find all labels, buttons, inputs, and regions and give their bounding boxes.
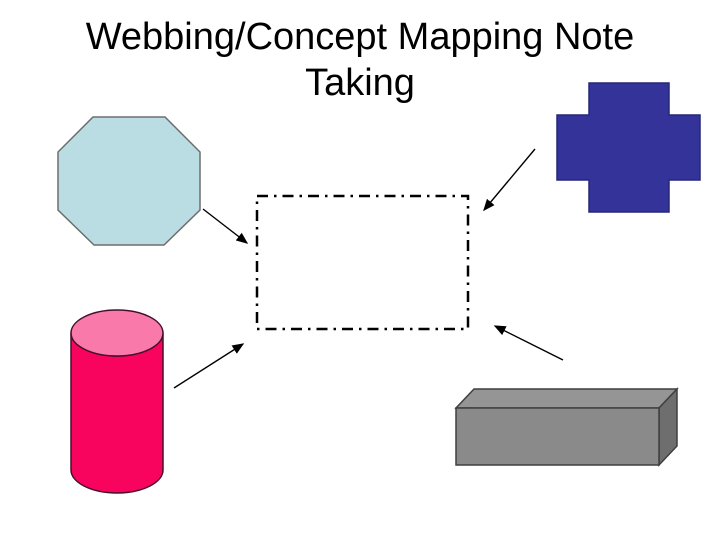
octagon-shape bbox=[57, 116, 201, 246]
cylinder-top-shape bbox=[70, 309, 164, 357]
arrow-cylinder-to-center bbox=[173, 343, 245, 389]
arrow-cuboid-to-center bbox=[493, 325, 564, 361]
cuboid-front-face bbox=[455, 407, 660, 466]
slide-title: Webbing/Concept Mapping Note Taking bbox=[85, 16, 635, 104]
arrow-octagon-to-center bbox=[202, 208, 249, 244]
cuboid-top-face bbox=[454, 388, 679, 409]
arrow-cross-to-center bbox=[483, 148, 536, 212]
cylinder-body-shape bbox=[70, 332, 164, 494]
center-concept-box bbox=[255, 194, 470, 331]
cross-shape bbox=[556, 82, 701, 213]
